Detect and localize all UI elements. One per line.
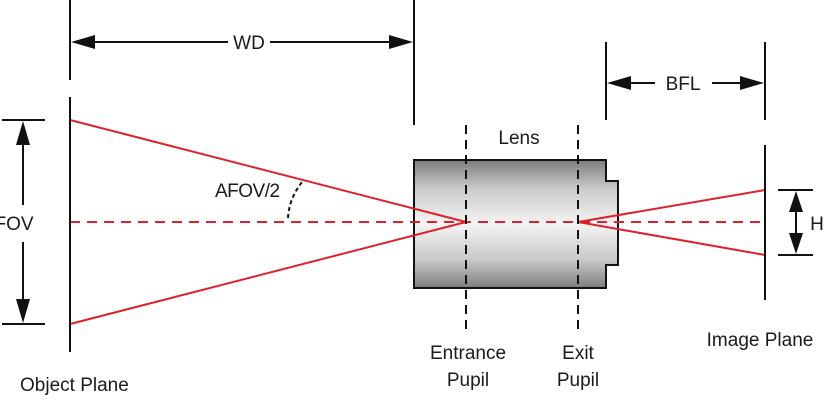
bfl-label: BFL: [666, 74, 701, 95]
fov-label: FOV: [0, 214, 34, 235]
object-ray-bottom: [69, 221, 467, 325]
image-ray-bottom: [577, 221, 766, 256]
object-ray-top: [69, 119, 467, 223]
exit-pupil-label-line2: Pupil: [557, 370, 599, 391]
h-label: H: [810, 214, 823, 235]
exit-pupil-label-line1: Exit: [562, 343, 594, 364]
fov-dimension-arrow: [16, 121, 30, 323]
bfl-dimension-arrow: [607, 76, 764, 90]
wd-dimension-arrow: [71, 35, 413, 49]
object-plane-label: Object Plane: [20, 375, 129, 396]
afov-half-arc: [287, 181, 303, 219]
entrance-pupil-label-line1: Entrance: [430, 343, 506, 364]
image-plane-label: Image Plane: [707, 330, 814, 351]
wd-label: WD: [233, 33, 265, 54]
afov-half-label: AFOV/2: [215, 181, 280, 202]
lens-label: Lens: [498, 128, 539, 149]
entrance-pupil-label-line2: Pupil: [447, 370, 489, 391]
image-ray-top: [577, 189, 766, 223]
h-dimension-arrow: [789, 191, 803, 254]
